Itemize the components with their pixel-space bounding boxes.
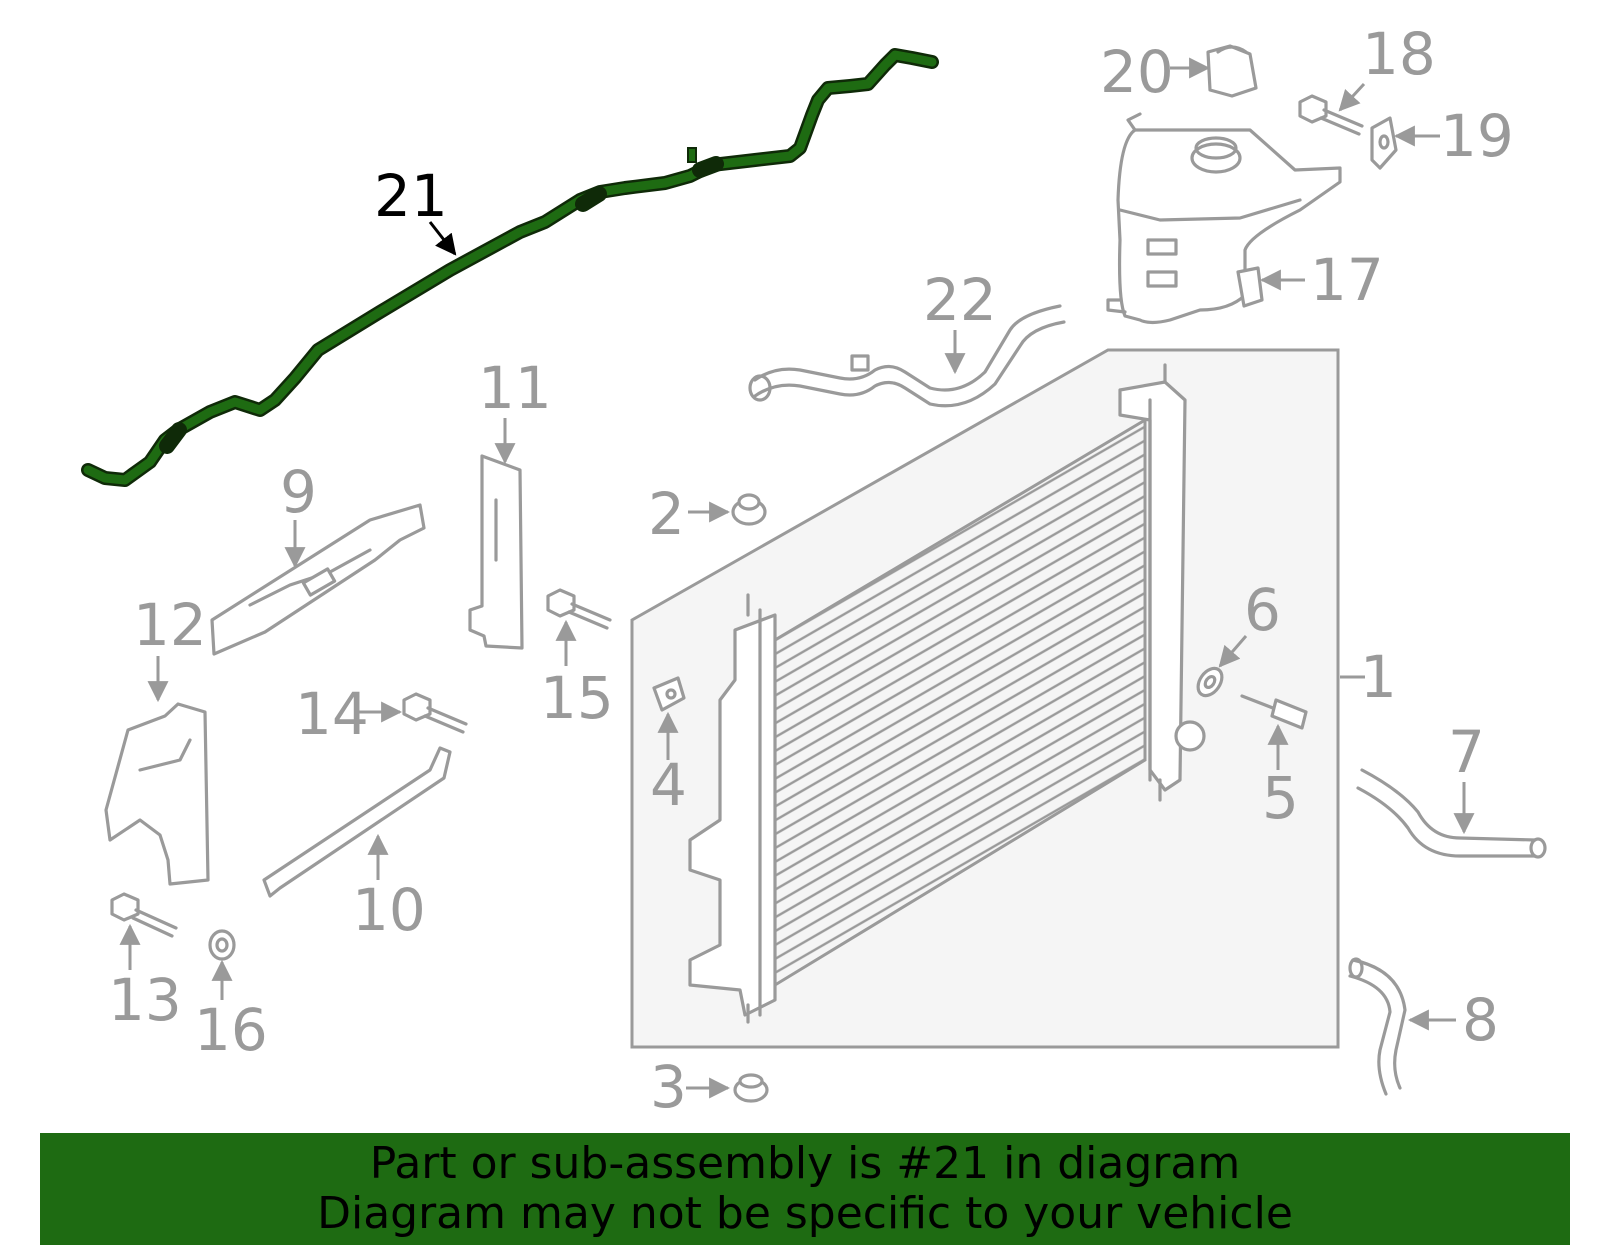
callout-12: 12 xyxy=(133,591,207,659)
part-16-grommet[interactable] xyxy=(208,929,236,961)
part-9-bracket[interactable] xyxy=(210,503,426,656)
part-3-grommet[interactable] xyxy=(733,1073,769,1103)
part-6-o-ring[interactable] xyxy=(1193,664,1227,700)
callout-20: 20 xyxy=(1100,38,1174,106)
callout-11: 11 xyxy=(478,354,552,422)
part-1-radiator[interactable] xyxy=(630,348,1340,1049)
callout-21: 21 xyxy=(374,162,448,230)
part-13-bolt[interactable] xyxy=(110,892,178,938)
callout-14: 14 xyxy=(295,680,369,748)
part-5-sensor[interactable] xyxy=(1240,694,1308,730)
callout-5: 5 xyxy=(1262,764,1299,832)
callout-6: 6 xyxy=(1244,576,1281,644)
callout-8: 8 xyxy=(1462,986,1499,1054)
banner-line-2: Diagram may not be specific to your vehi… xyxy=(317,1188,1293,1239)
part-4-clip[interactable] xyxy=(652,676,686,712)
callout-15: 15 xyxy=(540,664,614,732)
part-19-nut[interactable] xyxy=(1370,116,1398,170)
part-2-grommet[interactable] xyxy=(731,493,767,526)
callout-2: 2 xyxy=(648,480,685,548)
leader-6 xyxy=(1218,635,1248,668)
leader-21 xyxy=(428,221,457,256)
part-22-hose[interactable] xyxy=(748,304,1066,408)
callout-9: 9 xyxy=(280,458,317,526)
callout-17: 17 xyxy=(1310,246,1384,314)
banner-line-1: Part or sub-assembly is #21 in diagram xyxy=(369,1138,1241,1189)
part-11-air-deflector[interactable] xyxy=(468,454,524,650)
disclaimer-banner: Part or sub-assembly is #21 in diagram D… xyxy=(40,1133,1570,1245)
leader-18 xyxy=(1338,82,1366,112)
part-12-air-deflector[interactable] xyxy=(104,702,210,886)
callout-22: 22 xyxy=(923,266,997,334)
callout-3: 3 xyxy=(650,1053,687,1121)
part-14-bolt[interactable] xyxy=(402,692,468,734)
part-17-reservoir[interactable] xyxy=(1106,112,1342,325)
callout-7: 7 xyxy=(1448,718,1485,786)
callout-1: 1 xyxy=(1360,643,1397,711)
part-21-hose[interactable] xyxy=(81,48,939,487)
part-18-bolt[interactable] xyxy=(1298,94,1364,136)
part-7-hose[interactable] xyxy=(1356,768,1547,859)
part-8-hose[interactable] xyxy=(1348,957,1407,1096)
part-15-bolt[interactable] xyxy=(546,588,612,630)
callout-13: 13 xyxy=(108,966,182,1034)
callout-16: 16 xyxy=(194,996,268,1064)
callout-4: 4 xyxy=(650,751,687,819)
callout-18: 18 xyxy=(1362,20,1436,88)
callout-19: 19 xyxy=(1440,102,1514,170)
part-10-bracket[interactable] xyxy=(262,746,452,898)
callout-10: 10 xyxy=(352,876,426,944)
part-20-cap[interactable] xyxy=(1206,44,1258,98)
